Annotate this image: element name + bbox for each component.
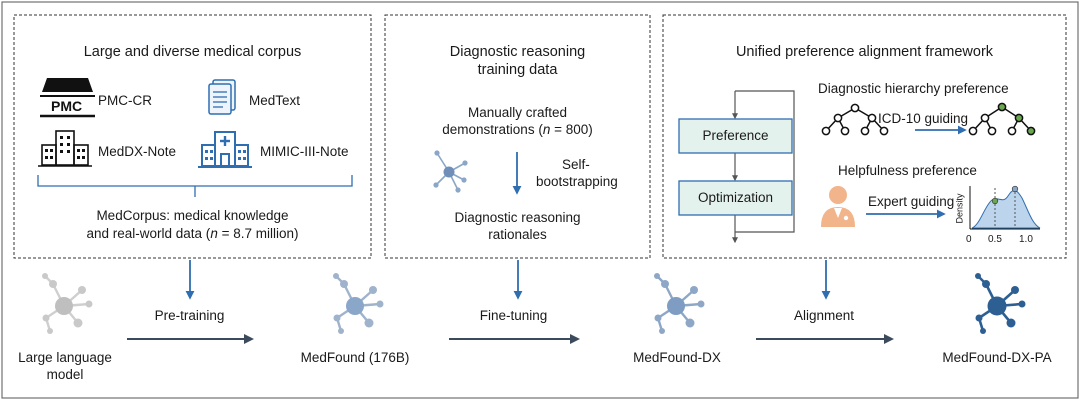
reasoning-title-line2: training data [477,62,558,78]
stage-medfound: MedFound (176B) [300,350,410,365]
step-alignment: Alignment [793,308,855,323]
corpus-title: Large and diverse medical corpus [83,44,302,60]
pmc-logo-icon [40,78,95,118]
expert-icon [821,186,855,227]
stage-llm-line2: model [46,367,84,382]
diagnosis-tree-highlighted-icon [968,102,1036,136]
corpus-item-mimic-note: MIMIC-III-Note [260,144,349,159]
density-tick-0: 0 [966,234,972,245]
demonstrations-line1: Manually crafted [467,105,568,120]
hospital-icon [198,131,252,168]
optimization-loop [735,90,795,233]
diagnosis-tree-icon [821,103,889,136]
density-chart [969,185,1041,230]
bootstrap-label-line2: bootstrapping [536,174,618,189]
llm-network-icon [42,273,93,334]
hierarchy-preference-title: Diagnostic hierarchy preference [818,81,1009,96]
stage-medfound-dx: MedFound-DX [633,350,721,365]
density-axis-label: Density [954,193,965,224]
alignment-title: Unified preference alignment framework [735,44,994,60]
corpus-summary-line2: and real-world data (n = 8.7 million) [86,226,299,241]
demonstrations-line2: demonstrations (n = 800) [442,122,593,137]
density-tick-10: 1.0 [1019,234,1033,245]
stage-llm-line1: Large language [18,350,112,365]
corpus-item-meddx-note: MedDX-Note [98,144,177,159]
density-tick-05: 0.5 [988,234,1002,245]
preference-box-label: Preference [702,128,769,143]
medfound-dx-network-icon [654,273,705,334]
pmc-logo-text: PMC [51,98,83,114]
step-pretraining: Pre-training [154,308,225,323]
document-icon [208,79,236,115]
bootstrap-label-line1: Self- [562,157,590,172]
reasoning-title-line1: Diagnostic reasoning [449,44,586,60]
icd-guiding-label: ICD-10 guiding [878,111,969,126]
corpus-summary-line1: MedCorpus: medical knowledge [96,208,289,223]
hospital-buildings-icon [38,130,92,167]
network-icon-small [433,150,468,193]
corpus-bracket [37,175,353,197]
corpus-item-pmc-cr: PMC-CR [98,93,152,108]
helpfulness-preference-title: Helpfulness preference [838,163,977,178]
expert-guiding-label: Expert guiding [868,194,955,209]
stage-medfound-dx-pa: MedFound-DX-PA [942,350,1052,365]
rationales-line1: Diagnostic reasoning [454,210,581,225]
step-finetuning: Fine-tuning [479,308,548,323]
panel-alignment-frame [662,14,1067,259]
medfound-network-icon [333,273,384,334]
medfound-dx-pa-network-icon [975,273,1026,334]
panel-reasoning-frame [384,14,651,259]
corpus-item-medtext: MedText [249,93,301,108]
optimization-box-label: Optimization [697,190,774,205]
preference-box [678,118,793,154]
optimization-box [678,180,793,216]
rationales-line2: rationales [488,227,547,242]
